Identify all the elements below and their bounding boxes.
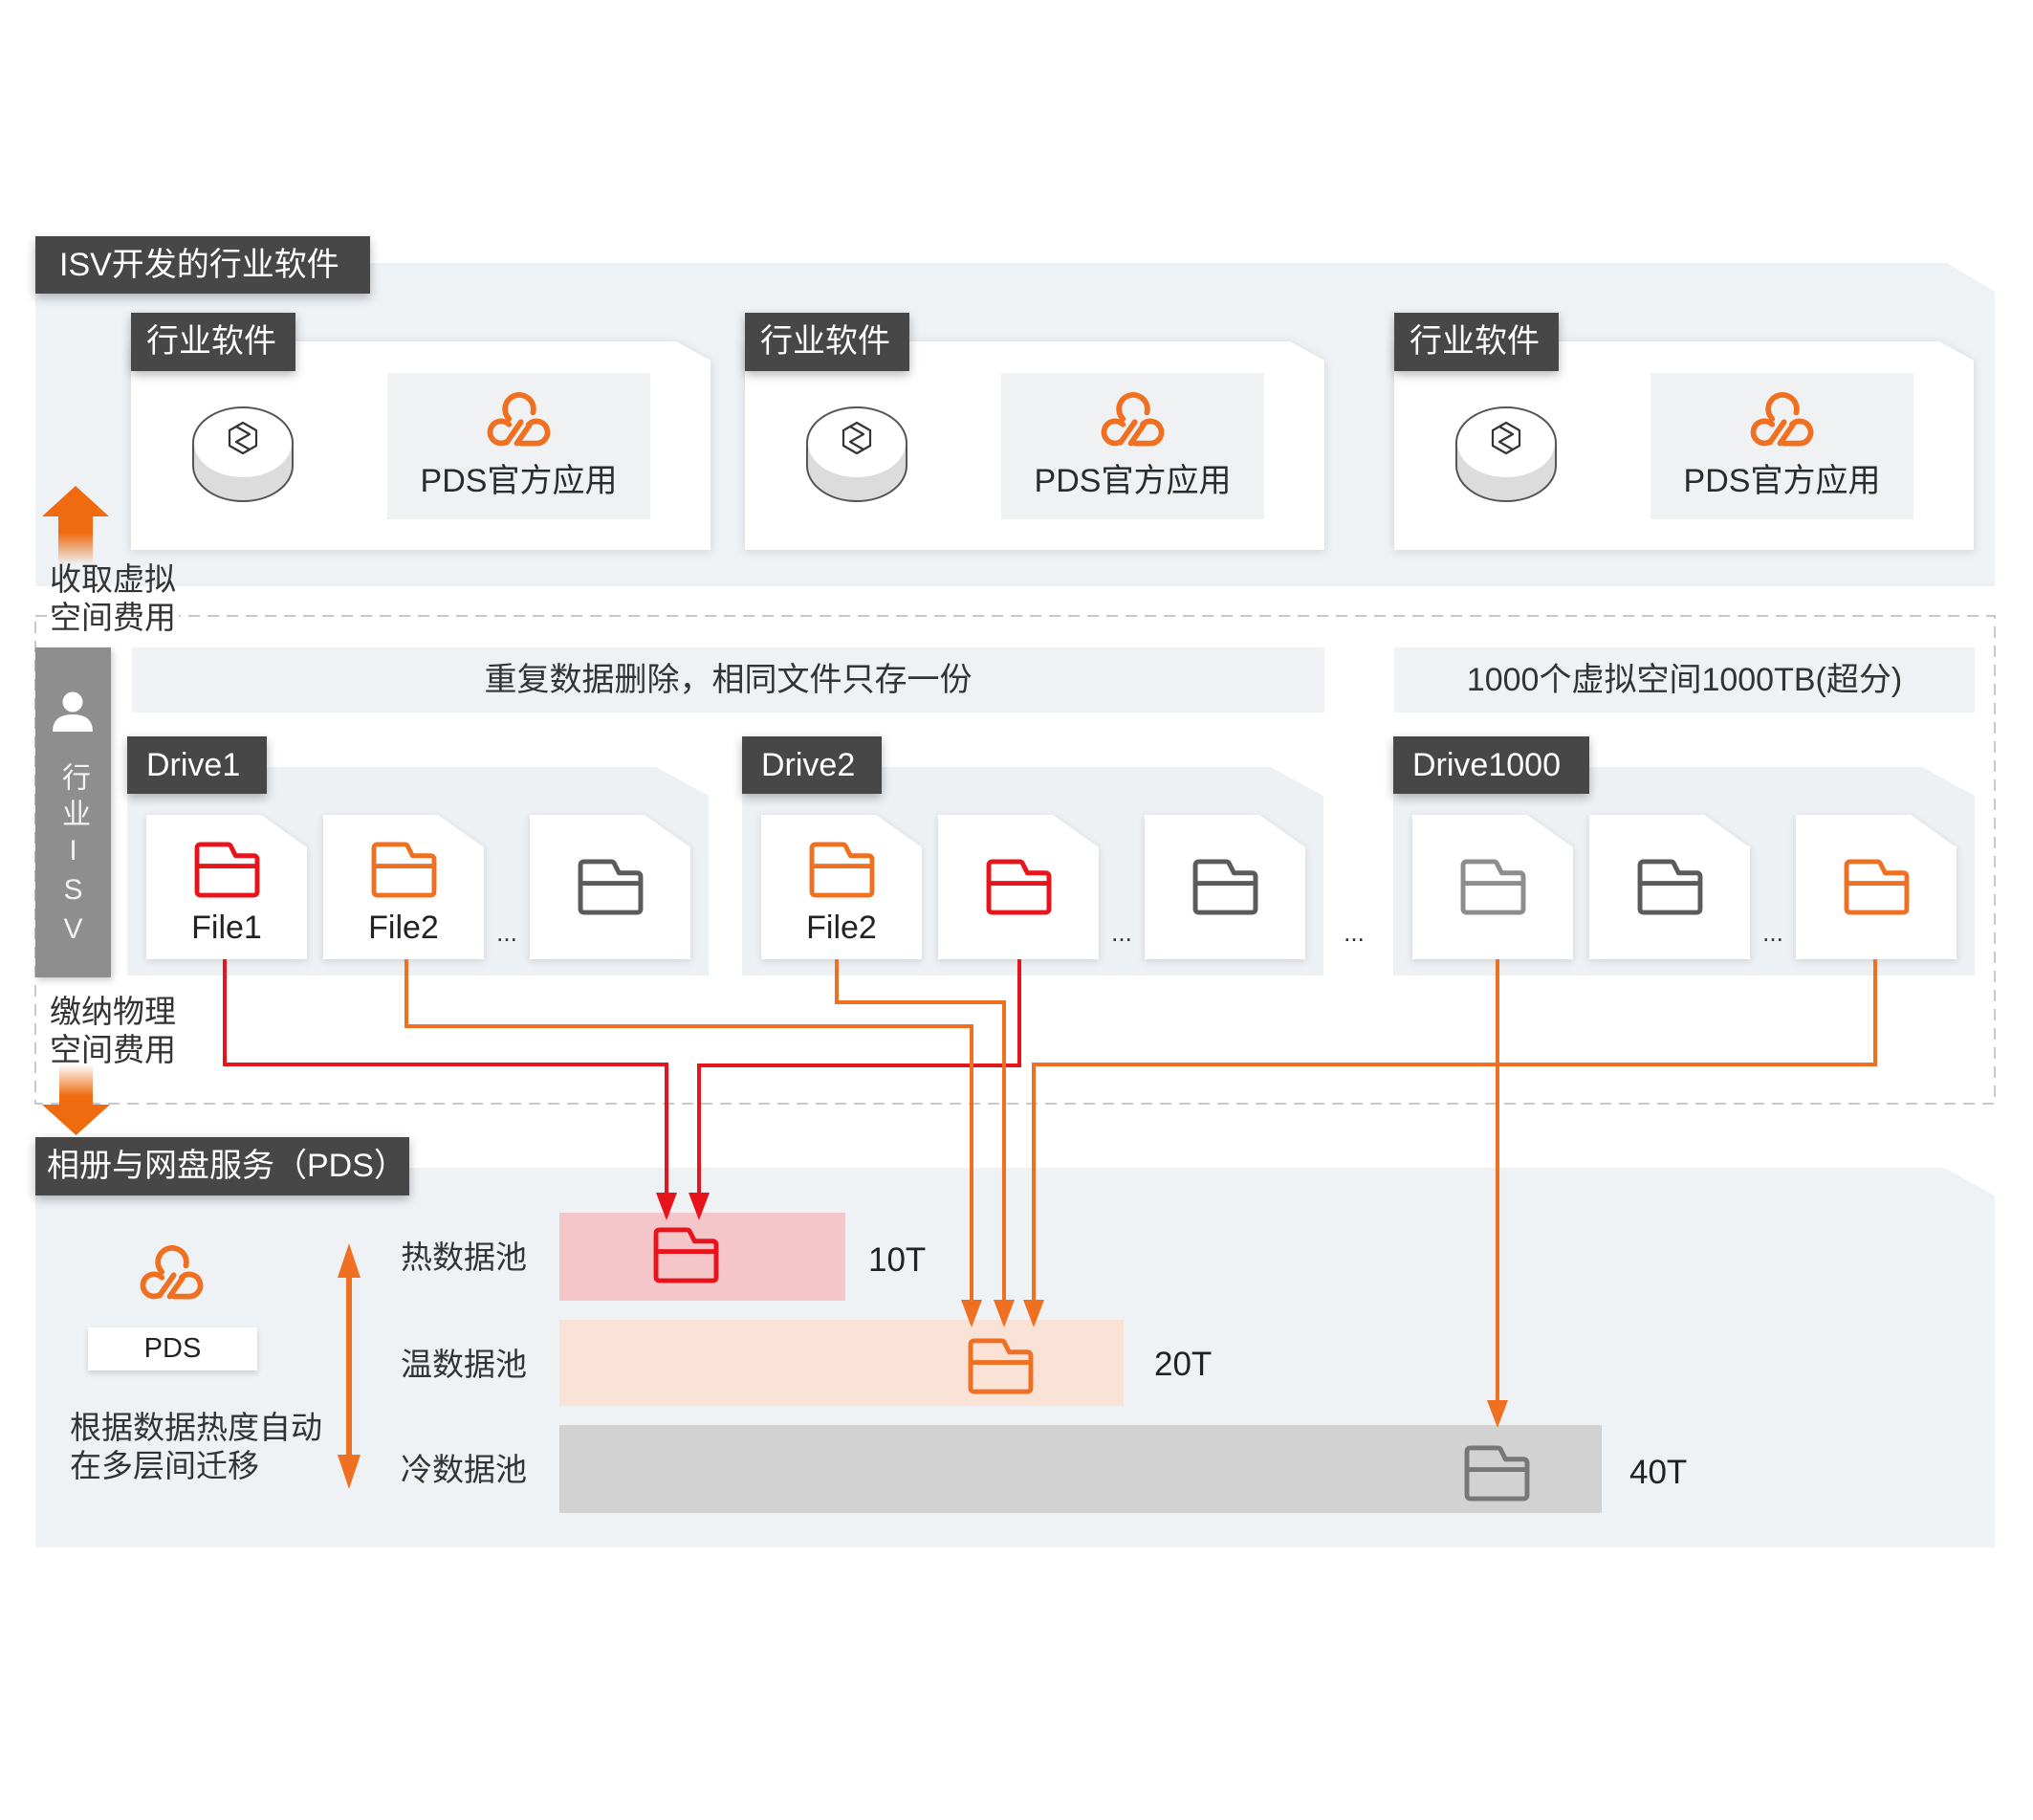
more-files-ellipsis: ... [496, 918, 517, 947]
folder-icon [986, 859, 1052, 915]
pds-cloud-icon [1093, 387, 1173, 450]
software-disc-icon [1454, 405, 1558, 504]
folder-icon [968, 1338, 1034, 1394]
drive-label: Drive2 [742, 736, 882, 794]
file-card [1145, 815, 1305, 959]
file-card: File1 [146, 815, 307, 959]
pds-cloud-icon [479, 387, 559, 450]
collect-virtual-space-fee-note: 收取虚拟 空间费用 [50, 560, 179, 637]
folder-icon [1460, 859, 1526, 915]
industry-isv-label: 行业ISV [57, 762, 89, 953]
isv-software-title: ISV开发的行业软件 [35, 236, 370, 294]
file-label [1145, 909, 1305, 947]
description-line: 根据数据热度自动 [70, 1410, 322, 1445]
file-label [1589, 909, 1750, 947]
pds-cloud-icon [1742, 387, 1823, 450]
industry-software-card: PDS官方应用 [131, 341, 710, 550]
drive-group: File1 File2 ... Drive1 [127, 736, 709, 976]
file-card: File2 [323, 815, 484, 959]
industry-software-label: 行业软件 [131, 313, 295, 371]
warm-pool-label: 温数据池 [401, 1347, 527, 1382]
industry-software-label: 行业软件 [1394, 313, 1559, 371]
folder-icon [1192, 859, 1258, 915]
drive-label: Drive1000 [1393, 736, 1589, 794]
folder-icon [194, 842, 260, 898]
pds-service-title: 相册与网盘服务（PDS） [35, 1137, 409, 1195]
virtual-space-banner: 1000个虚拟空间1000TB(超分) [1394, 647, 1975, 713]
folder-icon [653, 1227, 719, 1283]
drive-label: Drive1 [127, 736, 267, 794]
file-label: File2 [368, 910, 439, 946]
file-card [1589, 815, 1750, 959]
file-card [1796, 815, 1956, 959]
more-files-ellipsis: ... [1111, 918, 1132, 947]
flow-line-drive2-file-to-hot-pool [697, 959, 1021, 1195]
pay-physical-space-fee-note: 缴纳物理 空间费用 [50, 993, 176, 1069]
pds-cloud-icon [140, 1245, 204, 1300]
hot-pool-label: 热数据池 [401, 1239, 527, 1275]
industry-software-card: PDS官方应用 [745, 341, 1324, 550]
pds-logo-label: PDS [88, 1327, 257, 1370]
file-label: File1 [191, 910, 262, 946]
file-label [530, 909, 690, 947]
file-label [1412, 909, 1573, 947]
file-label: File2 [806, 910, 877, 946]
fee-note-line: 收取虚拟 [50, 561, 176, 597]
industry-software-label: 行业软件 [745, 313, 909, 371]
cold-pool-capacity: 40T [1629, 1454, 1688, 1491]
pds-official-app-label: PDS官方应用 [1683, 463, 1881, 499]
software-disc-icon [805, 405, 908, 504]
person-icon [53, 691, 93, 732]
pds-official-app-label: PDS官方应用 [1034, 463, 1232, 499]
folder-icon [1637, 859, 1703, 915]
industry-software-group: PDS官方应用 行业软件 [1394, 313, 1974, 550]
arrow-down-icon [42, 1064, 110, 1135]
hot-pool-capacity: 10T [868, 1241, 927, 1279]
industry-software-card: PDS官方应用 [1394, 341, 1974, 550]
warm-pool-capacity: 20T [1154, 1346, 1213, 1383]
pds-official-app-tile: PDS官方应用 [387, 373, 650, 519]
fee-note-line: 空间费用 [50, 1032, 176, 1067]
cold-pool-label: 冷数据池 [401, 1452, 527, 1487]
arrow-up-icon [42, 486, 109, 564]
drive-group: ... Drive1000 [1393, 736, 1975, 976]
industry-software-group: PDS官方应用 行业软件 [131, 313, 710, 550]
folder-icon [809, 842, 875, 898]
industry-software-group: PDS官方应用 行业软件 [745, 313, 1324, 550]
file-label [938, 909, 1099, 947]
cold-data-pool [559, 1425, 1602, 1513]
dedup-banner: 重复数据删除，相同文件只存一份 [132, 647, 1324, 713]
folder-icon [1464, 1445, 1530, 1502]
warm-data-pool [559, 1320, 1124, 1406]
file-card [530, 815, 690, 959]
folder-icon [578, 859, 644, 915]
file-card [938, 815, 1099, 959]
drive-group: File2 ... Drive2 [742, 736, 1323, 976]
software-disc-icon [191, 405, 295, 504]
fee-note-line: 空间费用 [50, 599, 179, 637]
folder-icon [1844, 859, 1910, 915]
pds-official-app-tile: PDS官方应用 [1001, 373, 1264, 519]
file-card: File2 [761, 815, 922, 959]
file-label [1796, 909, 1956, 947]
double-arrow-icon [338, 1243, 361, 1489]
description-line: 在多层间迁移 [70, 1448, 259, 1483]
more-drives-ellipsis: ... [1344, 918, 1365, 947]
tiering-description: 根据数据热度自动 在多层间迁移 [70, 1409, 322, 1485]
file-card [1412, 815, 1573, 959]
pds-official-app-tile: PDS官方应用 [1650, 373, 1913, 519]
pds-official-app-label: PDS官方应用 [420, 463, 618, 499]
folder-icon [371, 842, 437, 898]
more-files-ellipsis: ... [1762, 918, 1783, 947]
fee-note-line: 缴纳物理 [50, 994, 176, 1029]
industry-isv-bar: 行业ISV [35, 647, 111, 977]
